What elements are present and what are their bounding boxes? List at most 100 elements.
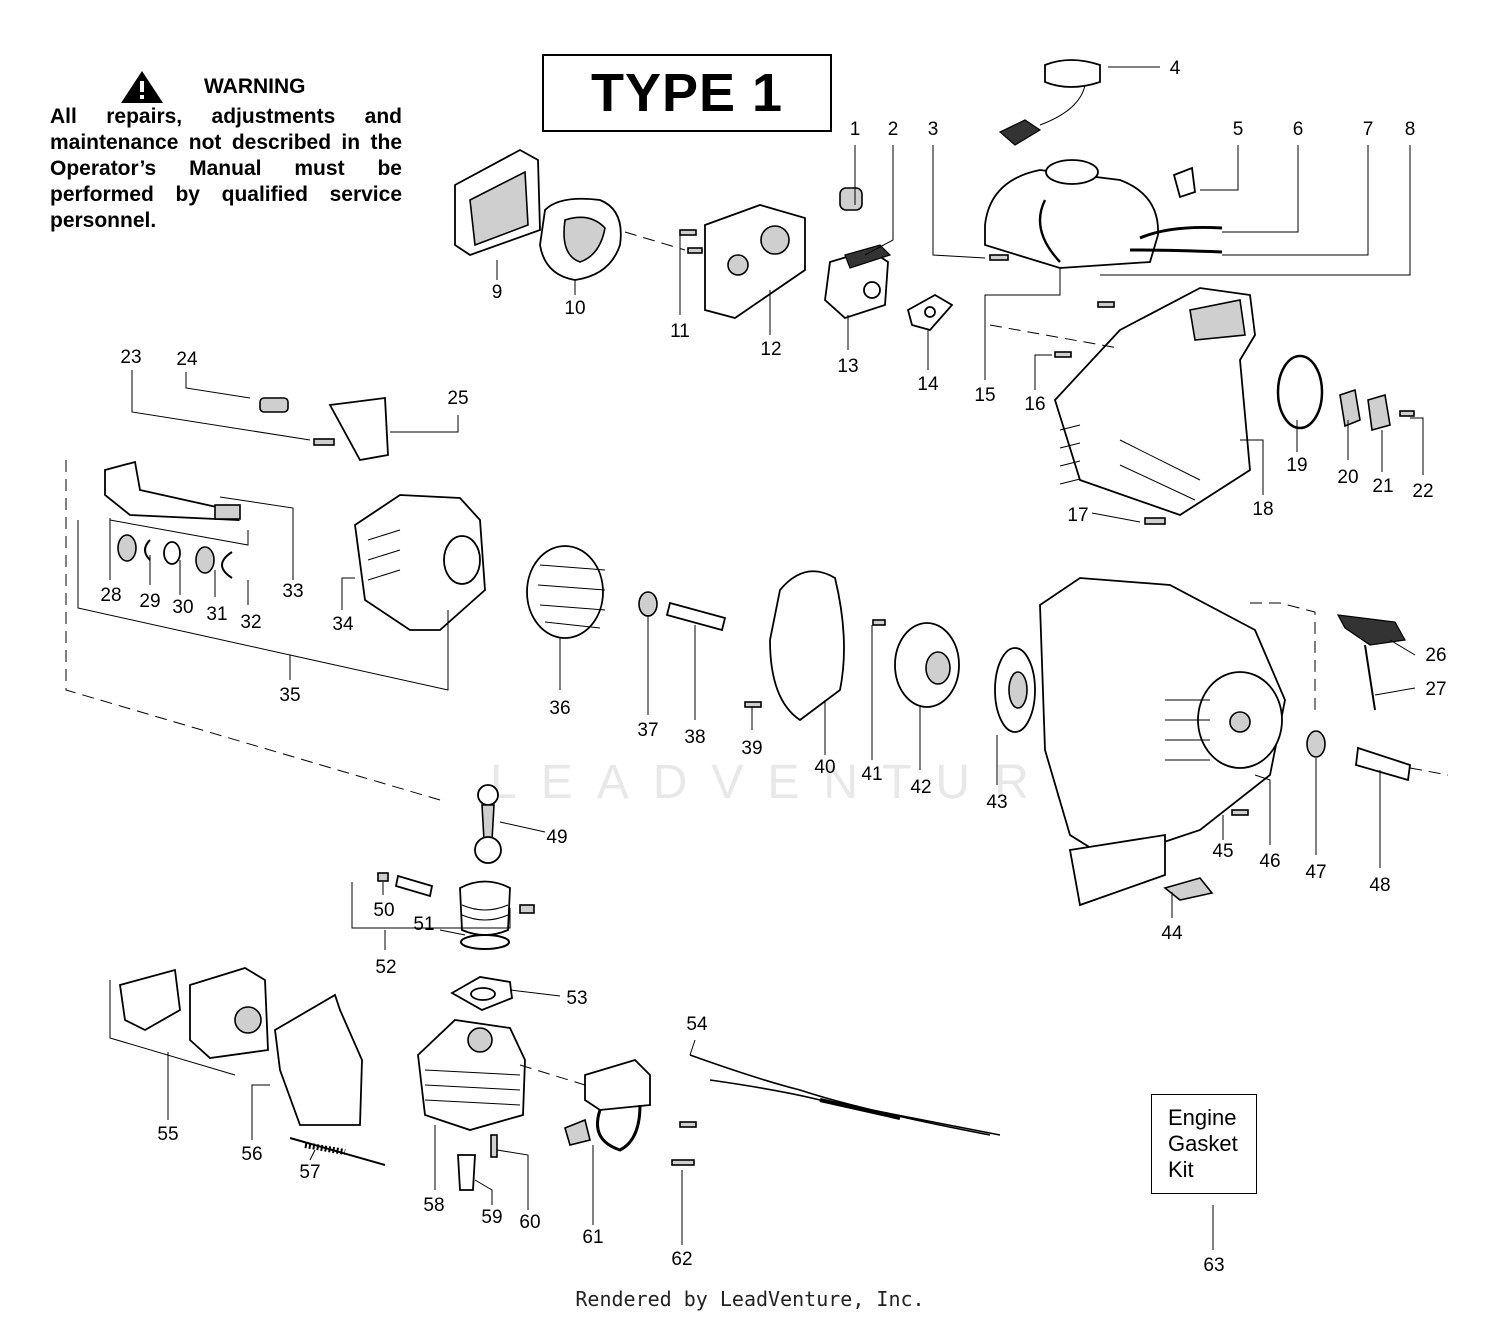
piston-ring-part-52	[460, 934, 510, 950]
kit-line: Engine	[1168, 1105, 1237, 1130]
part-number-54: 54	[686, 1014, 708, 1035]
part-number-49: 49	[546, 827, 567, 848]
part-number-3: 3	[928, 119, 939, 140]
engine-gasket-kit-box: Engine Gasket Kit	[1151, 1094, 1257, 1194]
fuel-line-part-6	[1139, 225, 1223, 240]
part-number-12: 12	[760, 339, 781, 360]
part-number-41: 41	[861, 764, 882, 785]
pad-part-20	[1339, 388, 1361, 428]
o-ring-part-19	[1276, 354, 1324, 430]
pin-part-38	[665, 601, 727, 632]
warning-text: All repairs, adjustments and maintenance…	[50, 105, 402, 232]
warning-triangle-icon	[121, 71, 163, 103]
part-number-6: 6	[1293, 119, 1304, 140]
part-number-35: 35	[279, 685, 300, 706]
part-number-labels: 1 2 3 4 5 6 7 8 9 10 11 12 13 14 15 16 1…	[100, 58, 1446, 1276]
part-number-56: 56	[241, 1144, 262, 1165]
part-number-63: 63	[1203, 1255, 1224, 1276]
bearing-part-31	[195, 546, 215, 574]
part-number-34: 34	[332, 614, 354, 635]
bracket-part-25	[328, 396, 389, 461]
part-number-60: 60	[519, 1212, 540, 1233]
clip-part-24	[259, 397, 289, 413]
primer-bulb-part-1	[839, 187, 863, 211]
part-number-15: 15	[974, 385, 995, 406]
sleeve-part-48	[1355, 746, 1411, 782]
part-number-8: 8	[1405, 119, 1416, 140]
assembly-line	[989, 324, 1119, 349]
part-number-2: 2	[888, 119, 899, 140]
part-number-47: 47	[1305, 862, 1326, 883]
part-number-52: 52	[375, 957, 396, 978]
part-number-31: 31	[206, 604, 227, 625]
fuel-filter-part-5	[1172, 166, 1196, 199]
screw-part-60	[490, 1134, 498, 1158]
snap-ring-part-32	[221, 551, 233, 579]
bracket-part-44	[1163, 877, 1214, 901]
part-number-45: 45	[1212, 841, 1233, 862]
screws	[377, 229, 1415, 1166]
warning-notice: WARNING All repairs, adjustments and mai…	[50, 70, 402, 234]
part-number-7: 7	[1363, 119, 1374, 140]
part-number-39: 39	[741, 738, 762, 759]
part-number-30: 30	[172, 597, 193, 618]
washer-part-47	[1306, 730, 1326, 758]
muffler-gasket-part-56	[274, 993, 363, 1126]
cylinder-part-58	[417, 1019, 526, 1131]
part-number-17: 17	[1067, 505, 1088, 526]
part-number-16: 16	[1024, 394, 1045, 415]
part-number-26: 26	[1425, 645, 1446, 666]
assembly-line	[65, 460, 441, 801]
air-filter-part-10	[539, 197, 622, 281]
shroud-part-40	[769, 570, 845, 722]
part-number-14: 14	[917, 374, 939, 395]
part-number-5: 5	[1233, 119, 1244, 140]
part-number-42: 42	[910, 777, 931, 798]
assembly-line	[1409, 767, 1449, 776]
air-filter-cover-part-9	[454, 148, 541, 256]
part-number-23: 23	[120, 347, 141, 368]
spring-part-57	[289, 1137, 386, 1166]
type-label: TYPE 1	[542, 54, 832, 132]
part-number-33: 33	[282, 581, 303, 602]
starter-housing-part-46	[1039, 577, 1286, 907]
watermark: LEADVENTURE	[490, 756, 1109, 809]
kit-line: Kit	[1168, 1157, 1194, 1182]
part-number-19: 19	[1286, 455, 1307, 476]
washer-part-37	[638, 591, 658, 617]
part-number-32: 32	[240, 612, 261, 633]
assembly-line	[519, 1064, 586, 1086]
part-number-55: 55	[157, 1124, 178, 1145]
part-number-58: 58	[423, 1195, 444, 1216]
muffler-part-55	[118, 967, 269, 1059]
ignition-module-part-61	[564, 1058, 651, 1152]
part-number-28: 28	[100, 585, 121, 606]
part-number-9: 9	[492, 282, 503, 303]
part-number-4: 4	[1170, 58, 1181, 79]
part-number-43: 43	[986, 792, 1007, 813]
part-number-21: 21	[1372, 476, 1393, 497]
part-number-25: 25	[447, 388, 468, 409]
part-number-51: 51	[413, 914, 434, 935]
part-number-57: 57	[299, 1162, 320, 1183]
clip-part-29	[144, 539, 151, 561]
wrist-pin-part-50	[394, 874, 434, 898]
part-number-36: 36	[549, 698, 570, 719]
ratchet-part-43	[994, 647, 1036, 733]
part-number-50: 50	[373, 900, 394, 921]
starter-rope-part-27	[1364, 644, 1376, 711]
pulley-part-42	[894, 622, 960, 708]
part-number-44: 44	[1161, 923, 1183, 944]
engine-housing-part-18	[1053, 287, 1256, 516]
bearing-part-30	[163, 541, 181, 565]
part-number-24: 24	[176, 349, 198, 370]
fuel-line-part-7	[1129, 248, 1223, 254]
part-number-46: 46	[1259, 851, 1280, 872]
part-number-37: 37	[637, 720, 658, 741]
crankshaft-part-33	[104, 460, 241, 521]
air-box-part-12	[704, 204, 806, 319]
kit-line: Gasket	[1168, 1131, 1238, 1156]
part-number-48: 48	[1369, 875, 1390, 896]
part-number-1: 1	[850, 119, 861, 140]
fuel-cap-part-4	[998, 59, 1101, 146]
